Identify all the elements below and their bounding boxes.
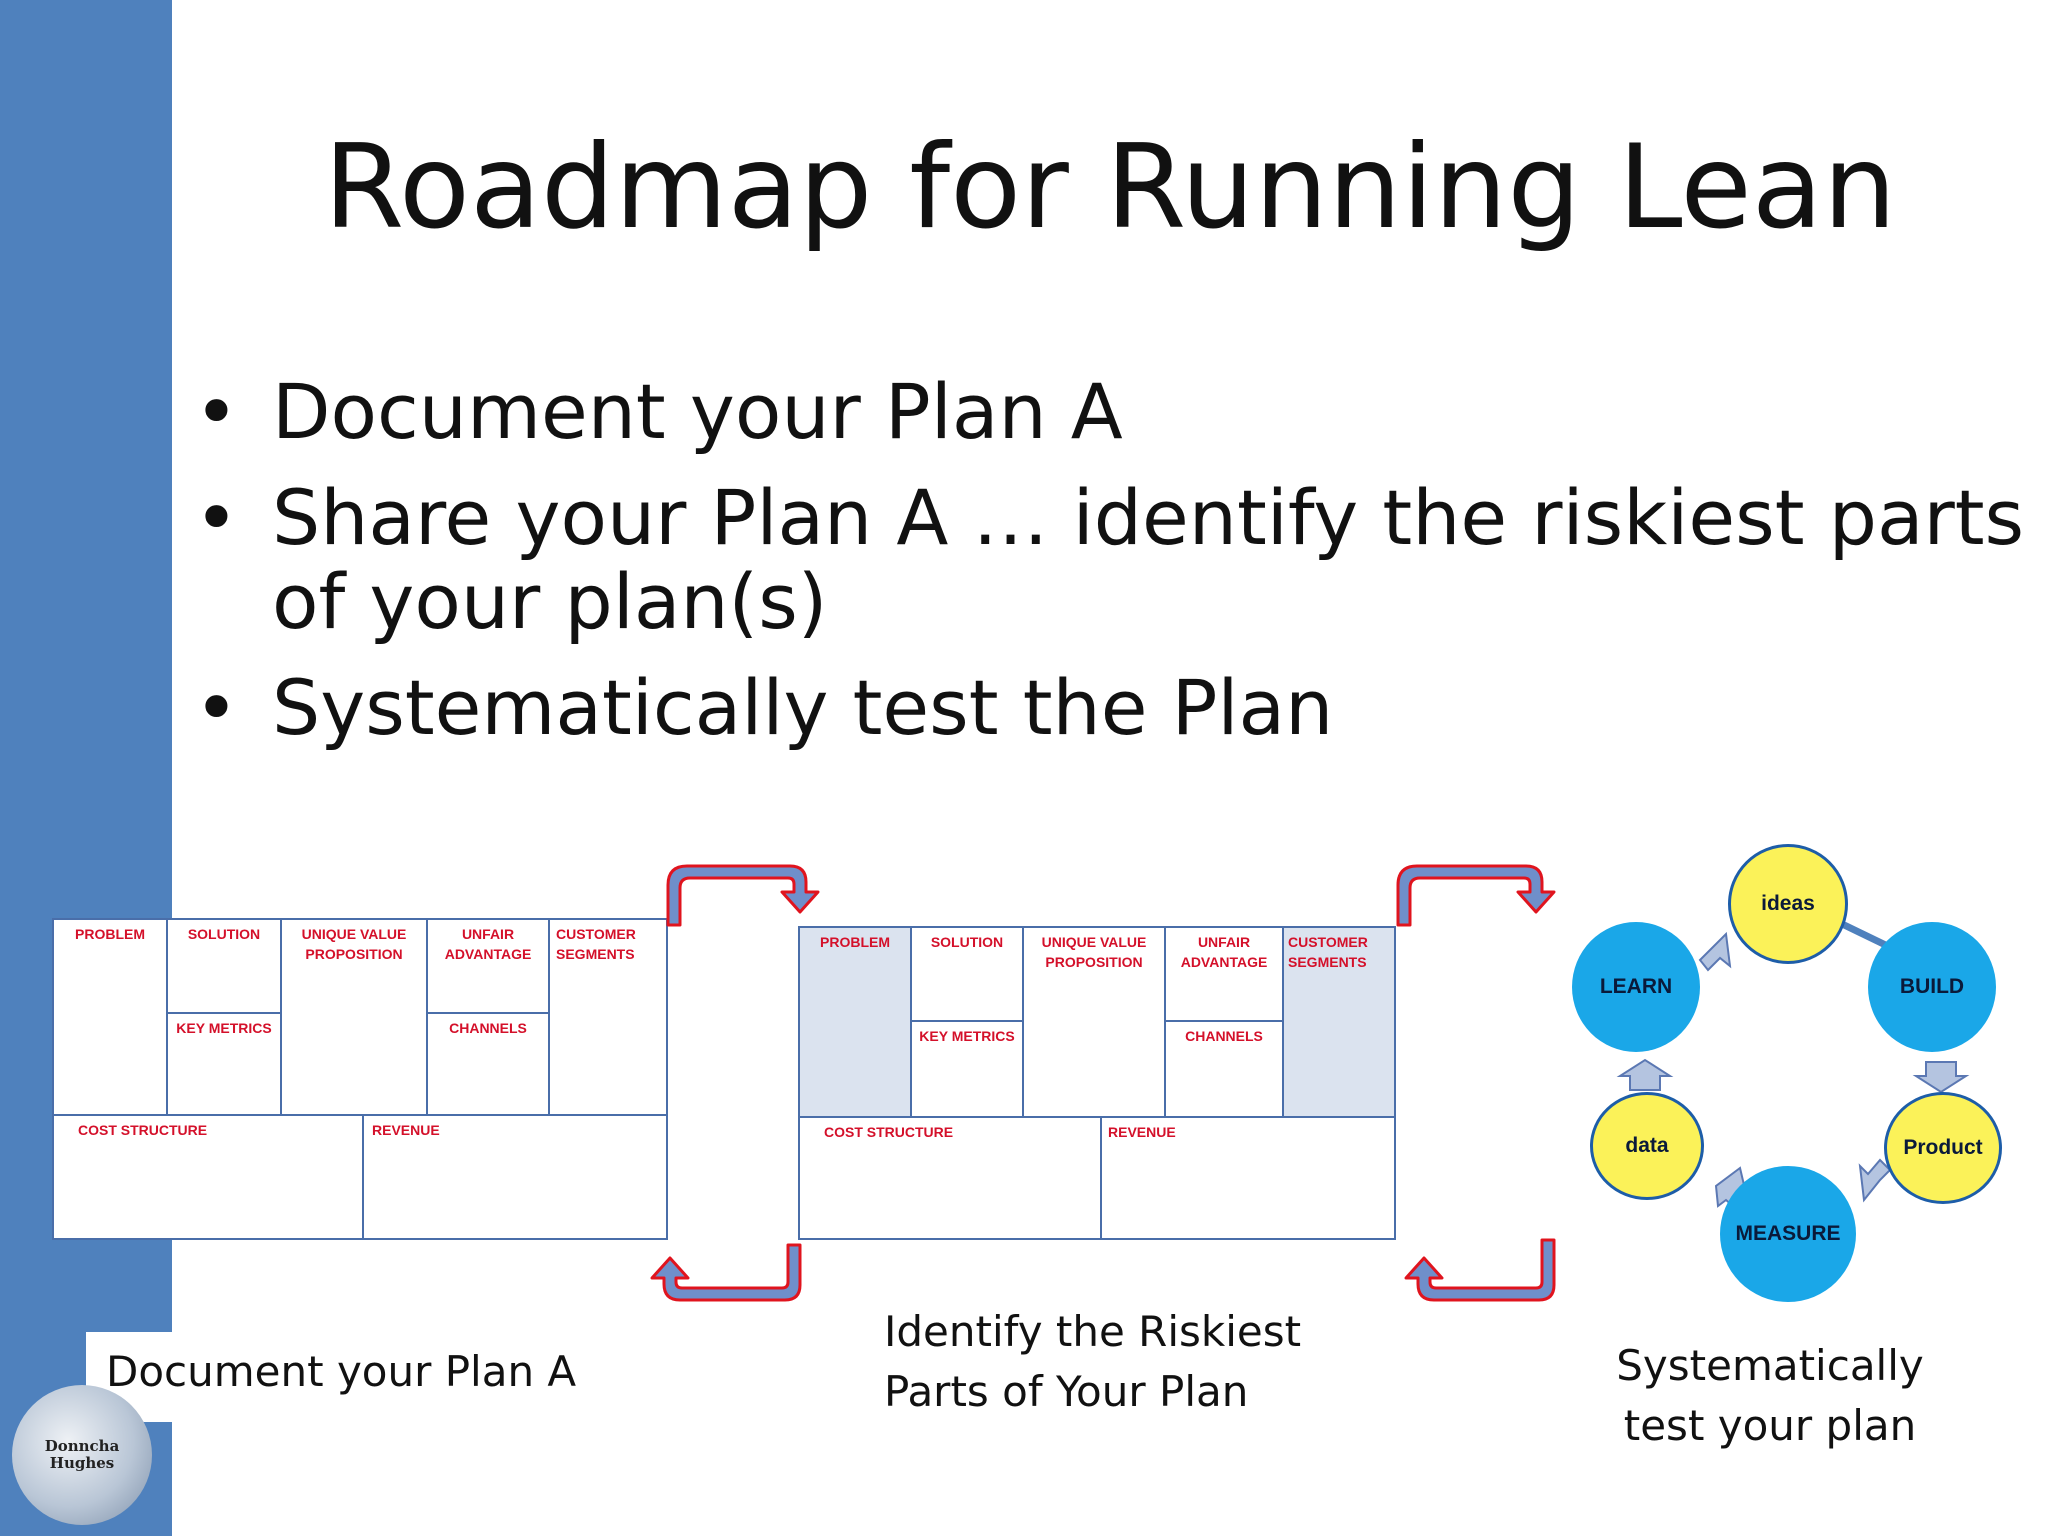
bullet-list: Document your Plan A Share your Plan A …… — [190, 370, 2024, 772]
canvas-cell-revenue: REVENUE — [362, 1114, 668, 1240]
side-bar — [0, 0, 172, 1536]
arrow-up-right-icon — [1698, 931, 1732, 972]
cycle-node-measure: MEASURE — [1720, 1166, 1856, 1302]
arrow-up-icon — [1616, 1058, 1674, 1091]
canvas-cell-uvp: UNIQUE VALUE PROPOSITION — [280, 918, 428, 1116]
bullet-item: Share your Plan A … identify the riskies… — [190, 476, 2048, 644]
canvas-cell-key-metrics: KEY METRICS — [166, 1012, 282, 1116]
caption-identify-riskiest: Identify the Riskiest Parts of Your Plan — [884, 1307, 1302, 1416]
arrow-down-left-icon — [1858, 1158, 1892, 1203]
curved-arrow-right-icon — [1396, 864, 1556, 927]
canvas-cell-cost-structure: COST STRUCTURE — [52, 1114, 364, 1240]
donncha-hughes-logo: Donncha Hughes — [12, 1385, 152, 1525]
canvas-cell-unfair-advantage: UNFAIR ADVANTAGE — [1164, 926, 1284, 1022]
caption-document-plan: Document your Plan A — [106, 1347, 577, 1396]
cycle-node-build: BUILD — [1868, 922, 1996, 1052]
canvas-cell-uvp: UNIQUE VALUE PROPOSITION — [1022, 926, 1166, 1118]
canvas-cell-problem: PROBLEM — [798, 926, 912, 1118]
caption-systematically-test: Systematically test your plan — [1616, 1341, 1924, 1450]
cycle-node-ideas: ideas — [1728, 844, 1848, 964]
cycle-node-product: Product — [1884, 1092, 2002, 1204]
cycle-node-learn: LEARN — [1572, 922, 1700, 1052]
curved-arrow-left-icon — [1404, 1238, 1556, 1302]
bullet-item: Document your Plan A — [190, 370, 1990, 455]
curved-arrow-left-icon — [650, 1243, 802, 1302]
canvas-cell-key-metrics: KEY METRICS — [910, 1020, 1024, 1118]
caption-background — [86, 1332, 586, 1422]
logo-text: Donncha Hughes — [44, 1437, 120, 1472]
slide-title: Roadmap for Running Lean — [323, 120, 1897, 255]
bullet-item: Systematically test the Plan — [190, 666, 1990, 751]
cycle-node-data: data — [1590, 1092, 1704, 1200]
canvas-cell-solution: SOLUTION — [166, 918, 282, 1014]
lean-canvas-riskiest: PROBLEM SOLUTION KEY METRICS UNIQUE VALU… — [798, 926, 1396, 1240]
curved-arrow-right-icon — [666, 864, 820, 927]
arrow-down-icon — [1912, 1061, 1970, 1094]
lean-canvas-plan-a: PROBLEM SOLUTION KEY METRICS UNIQUE VALU… — [52, 918, 668, 1240]
canvas-cell-cost-structure: COST STRUCTURE — [798, 1116, 1102, 1240]
canvas-cell-revenue: REVENUE — [1100, 1116, 1396, 1240]
